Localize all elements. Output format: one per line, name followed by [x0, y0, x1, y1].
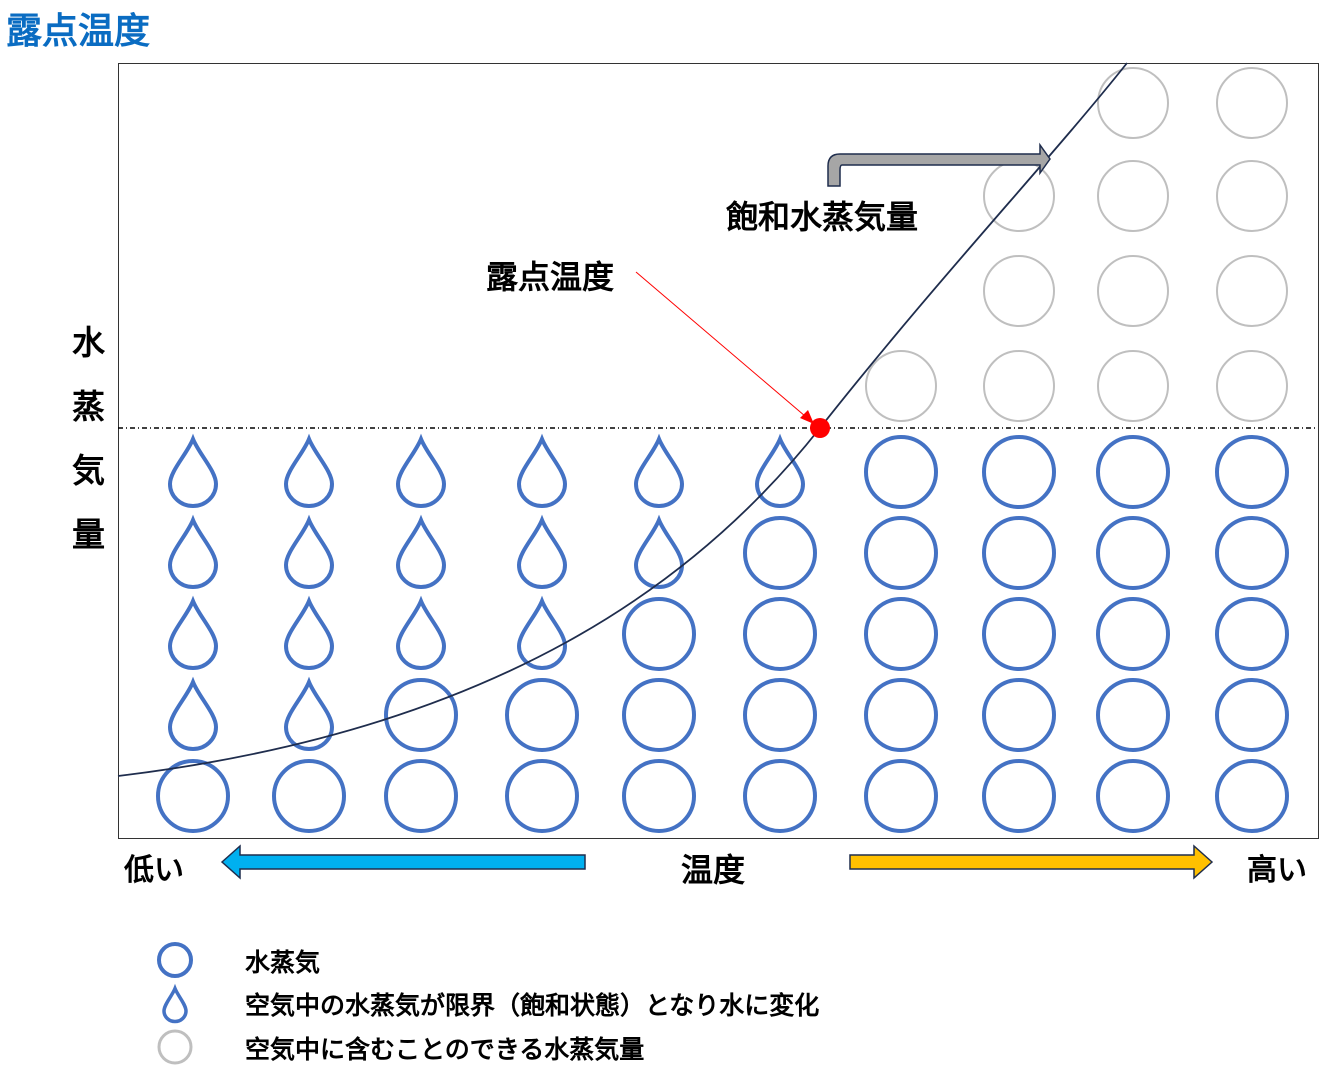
- pointer-arrowhead-icon: [800, 410, 814, 424]
- legend-capacity: 空気中に含むことのできる水蒸気量: [245, 1035, 645, 1064]
- dew-point-marker: [810, 418, 830, 438]
- water-drop: [283, 595, 335, 670]
- vapor-circle: [743, 759, 817, 833]
- water-drop: [283, 514, 335, 589]
- water-drop: [283, 433, 335, 508]
- capacity-circle: [983, 255, 1055, 327]
- vapor-circle: [1096, 597, 1170, 671]
- y-axis-label-char: 水: [72, 323, 105, 362]
- water-drop: [283, 676, 335, 751]
- vapor-circle: [864, 516, 938, 590]
- water-drop: [754, 433, 806, 508]
- vapor-circle: [743, 516, 817, 590]
- water-drop: [516, 595, 568, 670]
- vapor-circle: [982, 678, 1056, 752]
- water-drop: [395, 433, 447, 508]
- vapor-circle: [864, 597, 938, 671]
- vapor-circle: [622, 759, 696, 833]
- legend-drop: 空気中の水蒸気が限界（飽和状態）となり水に変化: [245, 991, 820, 1020]
- vapor-circle: [1215, 597, 1289, 671]
- capacity-circle: [1097, 255, 1169, 327]
- capacity-circle: [865, 350, 937, 422]
- saturation-label: 飽和水蒸気量: [726, 198, 919, 236]
- low-temperature-arrow-icon: [220, 844, 586, 880]
- water-drop: [633, 514, 685, 589]
- water-drop-icon: [162, 983, 188, 1024]
- vapor-circle: [982, 516, 1056, 590]
- vapor-circle: [505, 678, 579, 752]
- vapor-circle: [982, 759, 1056, 833]
- vapor-circle: [272, 759, 346, 833]
- y-axis-label-char: 蒸: [72, 387, 105, 426]
- capacity-circle: [1216, 350, 1288, 422]
- vapor-circle: [1096, 678, 1170, 752]
- legend-vapor: 水蒸気: [245, 948, 321, 977]
- water-drop: [167, 433, 219, 508]
- vapor-circle: [864, 759, 938, 833]
- vapor-circle-icon: [157, 942, 193, 978]
- vapor-circle: [622, 597, 696, 671]
- capacity-circle: [1216, 160, 1288, 232]
- capacity-circle: [983, 350, 1055, 422]
- low-label: 低い: [124, 853, 184, 888]
- saturation-curve: [117, 62, 1128, 777]
- vapor-circle: [1215, 678, 1289, 752]
- vapor-circle: [384, 678, 458, 752]
- vapor-circle: [505, 759, 579, 833]
- capacity-circle: [1216, 67, 1288, 139]
- vapor-circle: [1215, 516, 1289, 590]
- water-drop: [516, 514, 568, 589]
- y-axis-label-char: 気: [72, 451, 105, 490]
- capacity-circle: [1097, 67, 1169, 139]
- capacity-circle: [1097, 160, 1169, 232]
- y-axis-label-char: 量: [72, 515, 105, 554]
- capacity-circle: [1097, 350, 1169, 422]
- vapor-circle: [982, 597, 1056, 671]
- vapor-circle: [622, 678, 696, 752]
- capacity-circle-icon: [157, 1029, 193, 1065]
- capacity-circle: [1216, 255, 1288, 327]
- vapor-circle: [384, 759, 458, 833]
- vapor-circle: [1096, 435, 1170, 509]
- vapor-circle: [864, 678, 938, 752]
- water-drop: [395, 514, 447, 589]
- vapor-circle: [982, 435, 1056, 509]
- saturation-arrow-icon: [827, 142, 1051, 187]
- vapor-circle: [1096, 516, 1170, 590]
- vapor-circle: [743, 597, 817, 671]
- page-title: 露点温度: [6, 11, 151, 52]
- vapor-circle: [1096, 759, 1170, 833]
- vapor-circle: [743, 678, 817, 752]
- water-drop: [633, 433, 685, 508]
- high-temperature-arrow-icon: [849, 844, 1214, 880]
- water-drop: [167, 595, 219, 670]
- vapor-circle: [1215, 435, 1289, 509]
- water-drop: [167, 514, 219, 589]
- plot-frame: [118, 63, 1319, 839]
- water-drop: [395, 595, 447, 670]
- high-label: 高い: [1247, 853, 1307, 888]
- vapor-circle: [864, 435, 938, 509]
- dew-point-label: 露点温度: [486, 258, 615, 296]
- dew-point-pointer: [635, 271, 813, 423]
- vapor-circle: [1215, 759, 1289, 833]
- water-drop: [516, 433, 568, 508]
- water-drop: [167, 676, 219, 751]
- vapor-circle: [156, 759, 230, 833]
- temperature-label: 温度: [681, 851, 746, 889]
